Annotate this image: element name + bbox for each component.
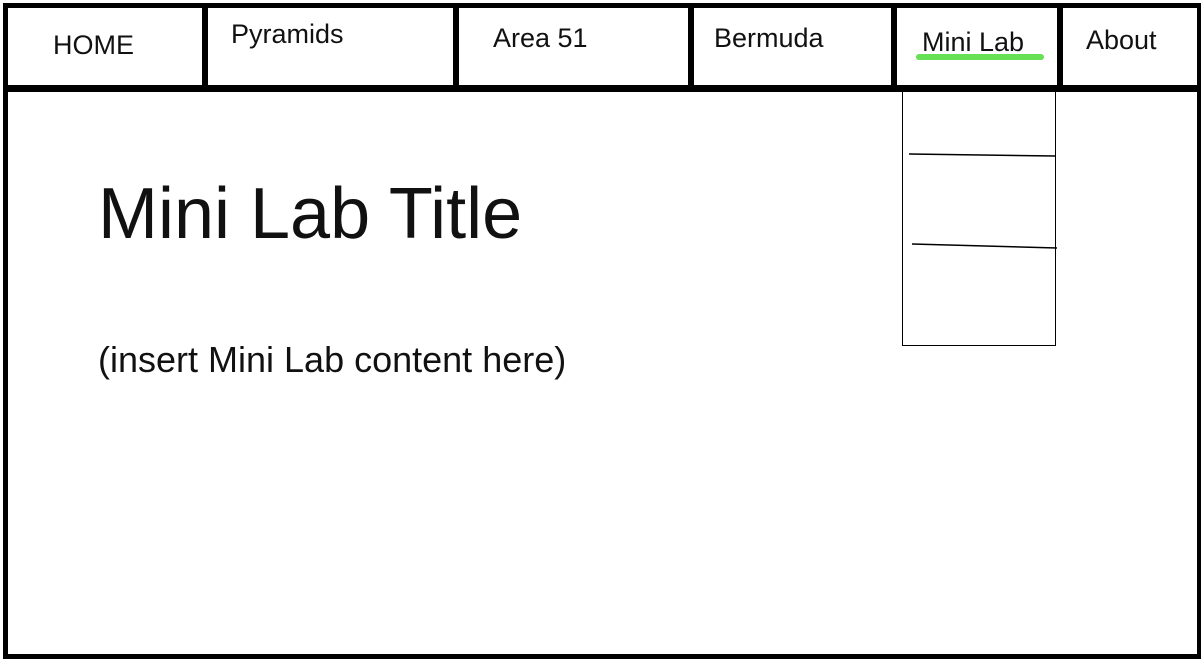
nav-item-label: Bermuda (714, 23, 824, 53)
page-title: Mini Lab Title (98, 174, 523, 254)
active-tab-underline (916, 54, 1044, 60)
page-frame (3, 3, 1201, 659)
nav-item-area-51[interactable]: Area 51 (459, 3, 694, 87)
top-navigation: HOME Pyramids Area 51 Bermuda Mini Lab A… (3, 3, 1201, 91)
dropdown-dividers (908, 153, 1057, 249)
dropdown-divider (908, 153, 1056, 157)
nav-item-pyramids[interactable]: Pyramids (208, 3, 459, 87)
nav-item-label: Area 51 (493, 23, 588, 53)
dropdown-divider (911, 243, 1057, 249)
nav-bottom-border (3, 85, 1201, 92)
mini-lab-dropdown (902, 92, 1057, 346)
nav-item-mini-lab[interactable]: Mini Lab (897, 3, 1063, 87)
nav-item-home[interactable]: HOME (3, 3, 208, 87)
nav-item-label: Pyramids (231, 19, 344, 49)
nav-item-label: About (1086, 25, 1157, 55)
nav-item-label: Mini Lab (922, 27, 1025, 57)
nav-item-about[interactable]: About (1063, 3, 1201, 87)
nav-item-label: HOME (53, 30, 134, 60)
page-content-placeholder: (insert Mini Lab content here) (98, 339, 567, 380)
nav-item-bermuda[interactable]: Bermuda (694, 3, 897, 87)
